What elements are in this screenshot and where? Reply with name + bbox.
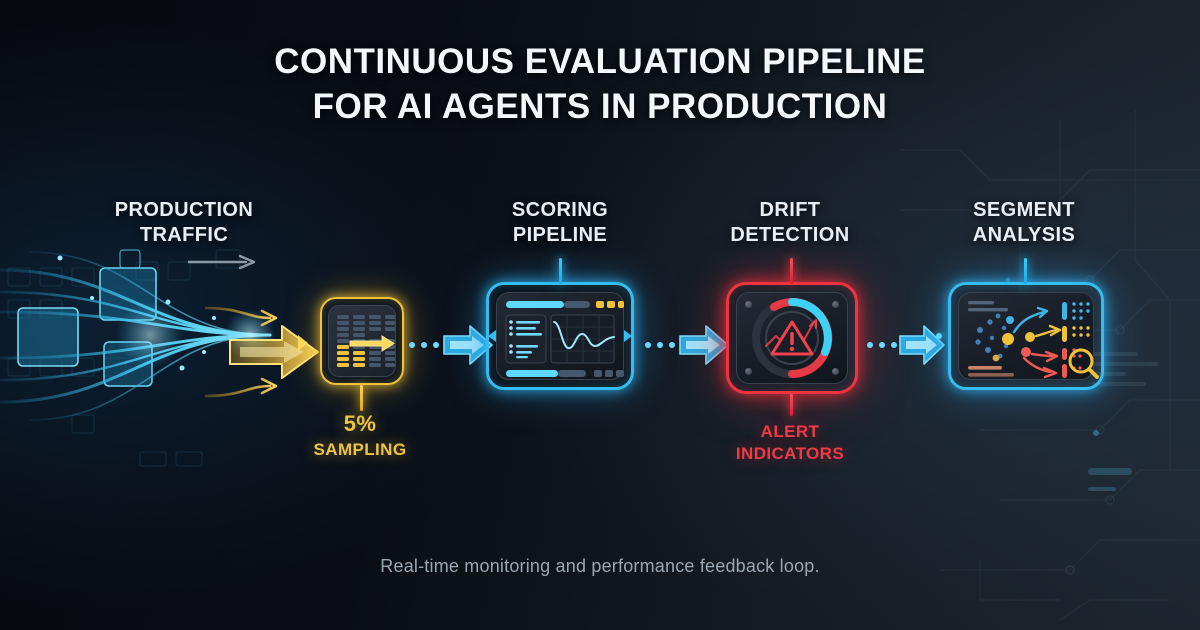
label-line-1: PRODUCTION	[114, 199, 254, 221]
label-line-2: PIPELINE	[512, 224, 608, 246]
data-stream-icon	[0, 249, 276, 421]
drift-stem-top	[790, 258, 793, 284]
alert-line-1: ALERT	[760, 422, 820, 441]
sampling-stem	[360, 385, 363, 411]
page-title: CONTINUOUS EVALUATION PIPELINE FOR AI AG…	[0, 40, 1200, 130]
caption-sampling: 5% SAMPLING	[270, 410, 450, 461]
traffic-arrow-gold-group	[204, 306, 319, 398]
caption-alert-indicators: ALERT INDICATORS	[700, 421, 880, 465]
label-line-2: ANALYSIS	[972, 224, 1076, 246]
sampling-frame	[320, 297, 404, 385]
connector-scoring-to-drift	[645, 325, 729, 365]
title-line-1: CONTINUOUS EVALUATION PIPELINE	[274, 42, 926, 81]
node-scoring-pipeline[interactable]	[486, 282, 634, 390]
gauge-warning-icon	[752, 298, 833, 379]
label-line-1: SCORING	[511, 199, 609, 221]
cluster-segments-icon	[968, 301, 1099, 379]
screw-icon	[745, 301, 752, 308]
sampling-word: SAMPLING	[313, 439, 407, 459]
sampling-percent: 5%	[343, 411, 377, 436]
drift-stem-bottom	[790, 394, 793, 416]
screw-icon	[832, 301, 839, 308]
label-line-1: DRIFT	[759, 199, 821, 221]
sampling-bars-icon	[337, 315, 395, 367]
screw-icon	[745, 368, 752, 375]
dashboard-chart-icon	[488, 301, 632, 377]
sampling-input-arrow	[298, 335, 308, 351]
label-line-2: DETECTION	[730, 224, 850, 246]
stage-label-scoring-pipeline: SCORING PIPELINE	[460, 198, 660, 248]
segment-stem	[1024, 258, 1027, 284]
label-line-2: TRAFFIC	[139, 224, 229, 246]
screw-icon	[832, 368, 839, 375]
label-line-1: SEGMENT	[973, 199, 1075, 221]
footer-caption: Real-time monitoring and performance fee…	[380, 556, 820, 576]
connector-sampling-to-scoring	[409, 325, 493, 365]
scoring-stem	[559, 258, 562, 284]
node-drift-detection[interactable]	[726, 282, 858, 394]
segment-input-dot	[936, 333, 942, 339]
traffic-arrow-grey	[188, 254, 256, 270]
node-segment-analysis[interactable]	[948, 282, 1104, 390]
stage-label-drift-detection: DRIFT DETECTION	[692, 198, 888, 248]
stage-label-production-traffic: PRODUCTION TRAFFIC	[48, 198, 320, 248]
node-sampling[interactable]	[320, 297, 404, 385]
title-line-2: FOR AI AGENTS IN PRODUCTION	[312, 86, 888, 126]
alert-line-2: INDICATORS	[735, 444, 845, 464]
stage-label-segment-analysis: SEGMENT ANALYSIS	[926, 198, 1122, 248]
connector-drift-to-segment	[867, 325, 945, 365]
